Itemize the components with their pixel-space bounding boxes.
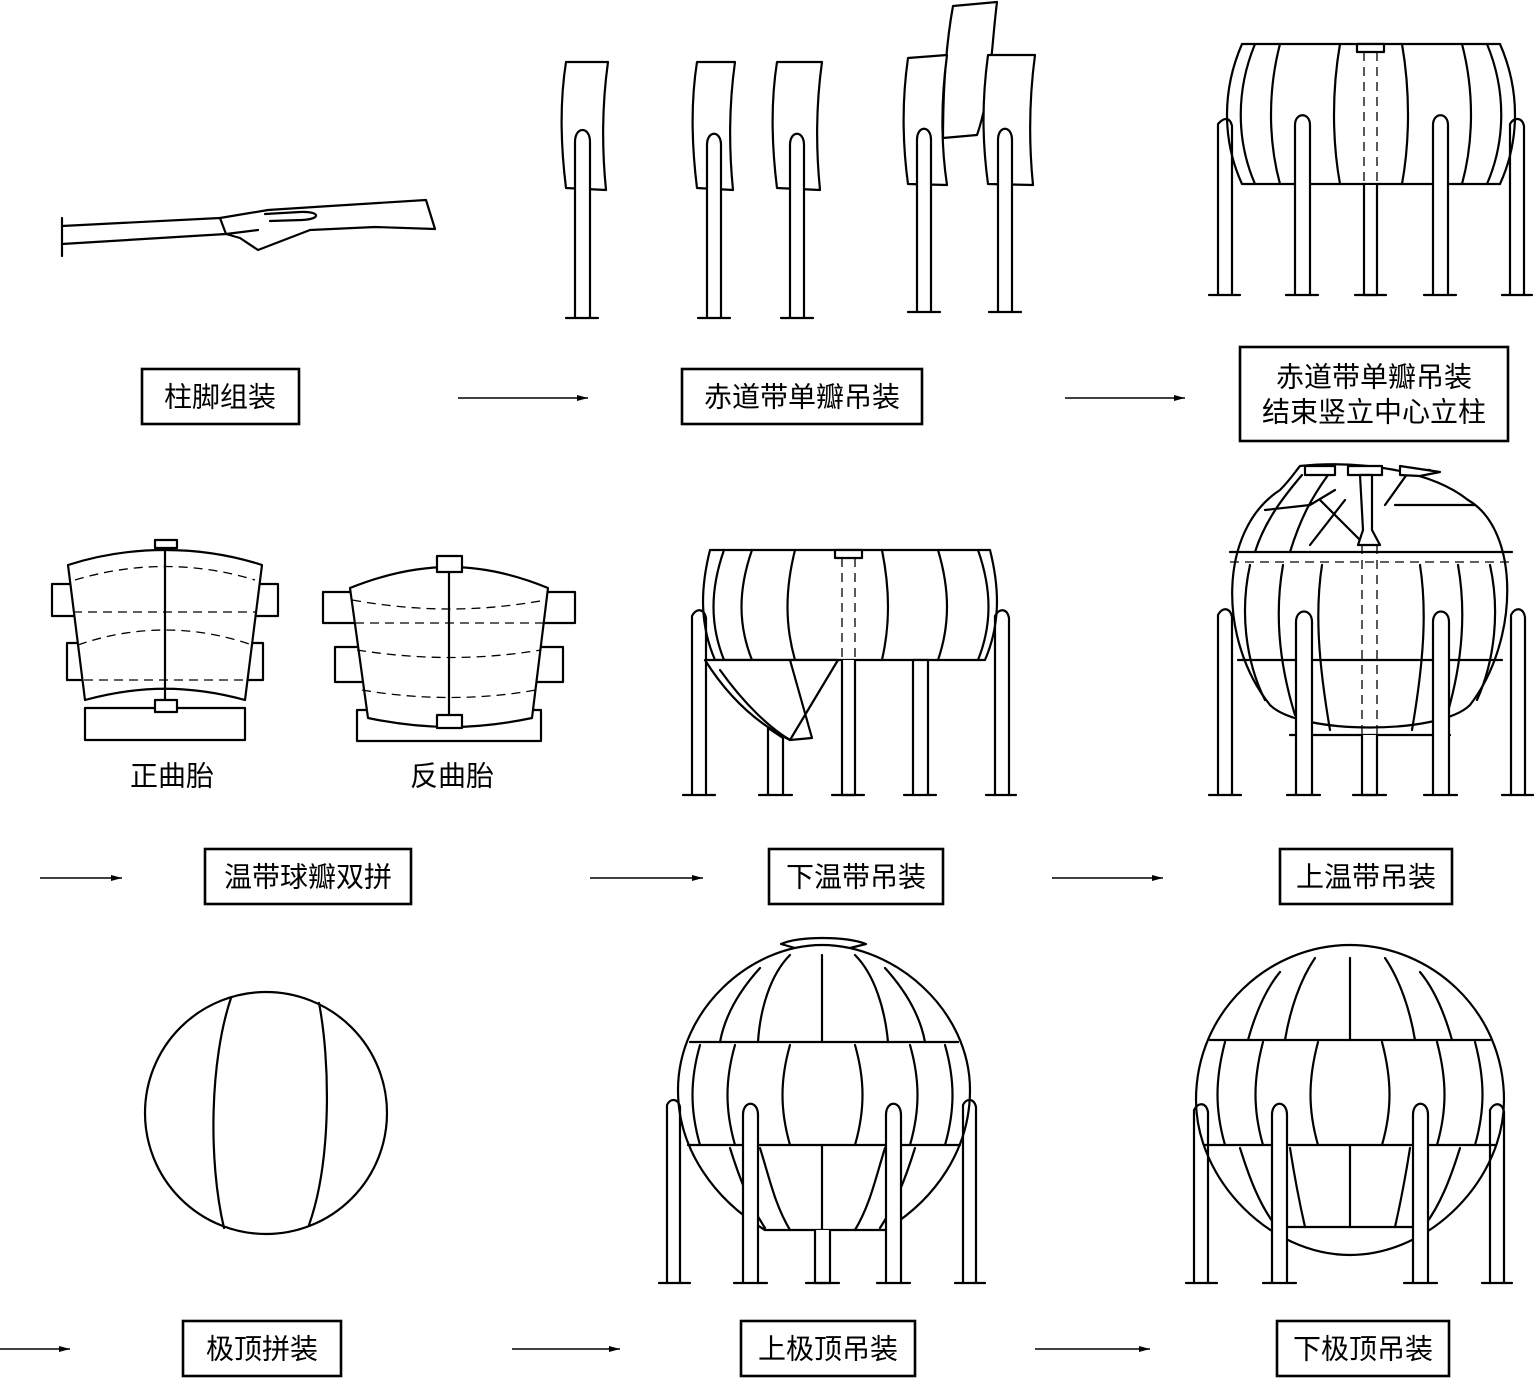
step-1-node: 柱脚组装 [140, 367, 301, 426]
step-3-node: 赤道带单瓣吊装 结束竖立中心立柱 [1238, 345, 1510, 443]
negative-jig-drawing [321, 554, 577, 743]
step-4-node: 温带球瓣双拼 [203, 847, 413, 906]
step-4-box [203, 847, 413, 906]
step-2-box [680, 367, 924, 426]
equator-single-petal-drawing [560, 0, 1037, 320]
step-9-node: 下极顶吊装 [1275, 1319, 1451, 1378]
polar-head-drawing [143, 990, 389, 1236]
step-3-label-line2: 结束竖立中心立柱 [1262, 396, 1486, 429]
step-1-box [140, 367, 301, 426]
step-9-label: 下极顶吊装 [1293, 1333, 1433, 1366]
equator-band-complete-drawing [1207, 42, 1534, 297]
step-7-label: 极顶拼装 [206, 1333, 318, 1366]
step-8-node: 上极顶吊装 [739, 1319, 917, 1378]
step-3-box [1238, 345, 1510, 443]
step-4-label: 温带球瓣双拼 [224, 861, 392, 894]
step-8-box [739, 1319, 917, 1378]
step-3-label-line1: 赤道带单瓣吊装 [1276, 361, 1472, 394]
step-5-label: 下温带吊装 [786, 861, 926, 894]
negative-jig-caption: 反曲胎 [410, 760, 494, 793]
step-6-box [1278, 847, 1454, 906]
step-5-box [767, 847, 945, 906]
step-6-label: 上温带吊装 [1296, 861, 1436, 894]
step-7-node: 极顶拼装 [181, 1319, 343, 1378]
step-2-node: 赤道带单瓣吊装 [680, 367, 924, 426]
upper-polar-head-drawing [657, 936, 987, 1285]
step-7-box [181, 1319, 343, 1378]
step-2-label: 赤道带单瓣吊装 [704, 381, 900, 414]
step-5-node: 下温带吊装 [767, 847, 945, 906]
positive-jig-drawing [50, 538, 280, 742]
lower-temperate-band-drawing [681, 548, 1018, 797]
step-1-label: 柱脚组装 [164, 381, 276, 414]
positive-jig-caption: 正曲胎 [130, 760, 214, 793]
step-8-label: 上极顶吊装 [758, 1333, 898, 1366]
step-6-node: 上温带吊装 [1278, 847, 1454, 906]
upper-temperate-band-drawing [1207, 463, 1534, 797]
lower-polar-head-drawing [1184, 943, 1514, 1285]
step-9-box [1275, 1319, 1451, 1378]
column-foot-drawing [60, 198, 437, 258]
